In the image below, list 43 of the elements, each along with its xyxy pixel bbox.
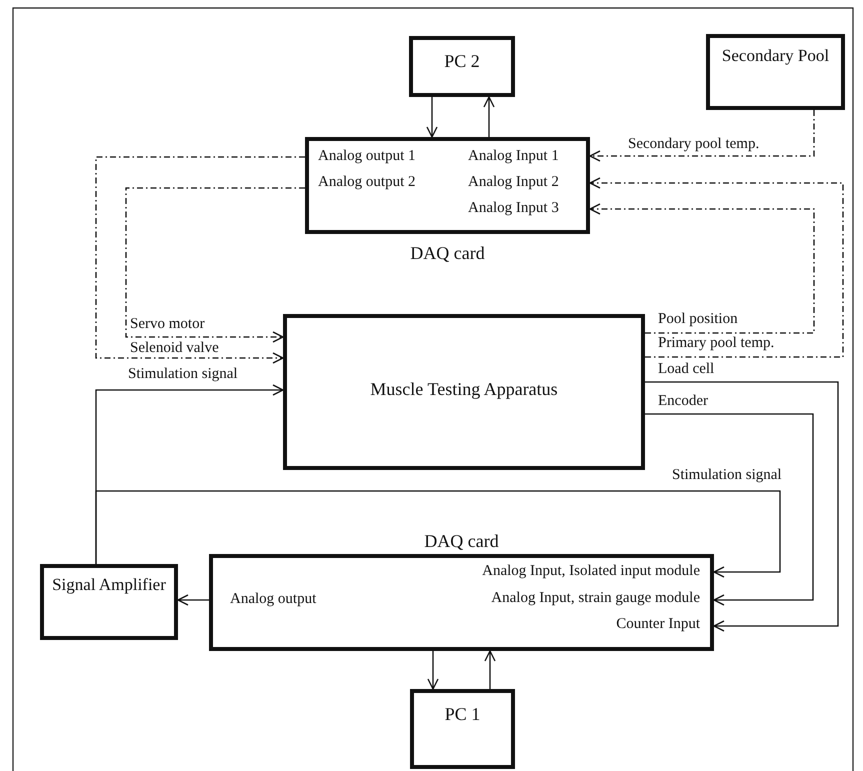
edge-label: Selenoid valve xyxy=(130,340,219,357)
edge-label: Pool position xyxy=(658,311,738,328)
edge-label: Primary pool temp. xyxy=(658,335,774,352)
edge-label: Secondary pool temp. xyxy=(628,136,760,153)
arrow xyxy=(427,651,439,690)
edge-label: Stimulation signal xyxy=(672,467,782,484)
arrow xyxy=(95,156,305,364)
edge-label: Encoder xyxy=(658,393,708,410)
arrow xyxy=(426,97,438,138)
arrow xyxy=(484,650,496,689)
node-label: Signal Amplifier xyxy=(51,574,167,596)
amplifier-box xyxy=(40,564,178,640)
port-label: Analog Input 2 xyxy=(468,174,560,191)
port-label: Analog Input 3 xyxy=(468,200,560,217)
node-label: Muscle Testing Apparatus xyxy=(369,378,559,401)
arrow xyxy=(645,413,814,606)
pool-box xyxy=(706,34,845,110)
port-label: Counter Input xyxy=(615,616,700,633)
node-label: PC 1 xyxy=(444,703,482,726)
arrow xyxy=(589,177,844,358)
arrow xyxy=(177,594,209,606)
port-label: Analog Input 1 xyxy=(468,148,560,165)
card-caption: DAQ card xyxy=(423,530,500,553)
port-label: Analog output xyxy=(230,591,318,608)
arrow xyxy=(589,110,815,162)
card-caption: DAQ card xyxy=(409,242,486,265)
arrow xyxy=(589,203,815,334)
arrow xyxy=(483,96,495,137)
port-label: Analog Input, Isolated input module xyxy=(481,563,700,580)
computer-box xyxy=(409,36,515,97)
computer-box xyxy=(410,689,515,769)
node-label: PC 2 xyxy=(443,50,481,73)
arrow xyxy=(645,381,839,632)
port-label: Analog Input, strain gauge module xyxy=(490,590,700,607)
arrow xyxy=(95,490,781,578)
apparatus-box xyxy=(283,314,645,470)
edge-label: Stimulation signal xyxy=(128,366,238,383)
edge-label: Servo motor xyxy=(130,316,205,333)
edge-label: Load cell xyxy=(658,361,714,378)
port-label: Analog output 2 xyxy=(318,174,416,191)
node-label: Secondary Pool xyxy=(720,45,830,67)
arrow xyxy=(125,187,305,343)
port-label: Analog output 1 xyxy=(318,148,416,165)
